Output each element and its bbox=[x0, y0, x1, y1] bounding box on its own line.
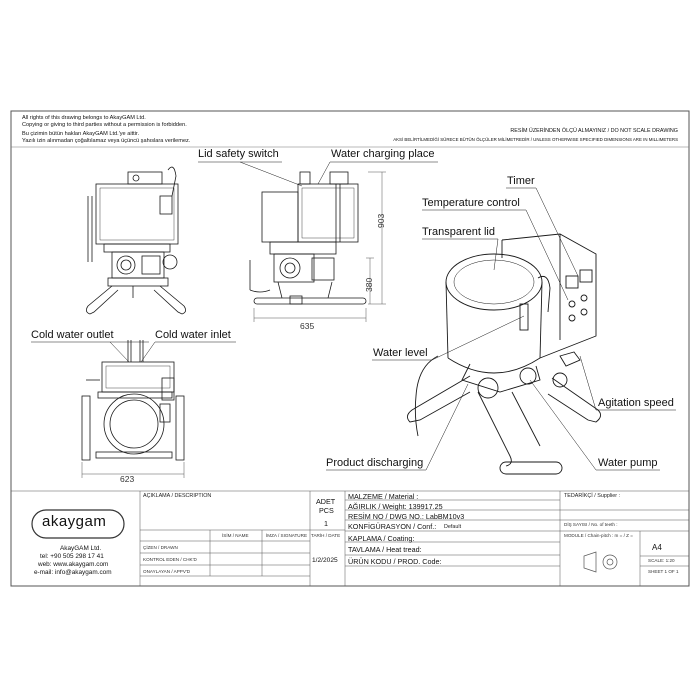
projection-symbol-icon bbox=[583, 551, 618, 573]
dimension-width-side: 635 bbox=[300, 321, 315, 331]
copyright-notice-1: All rights of this drawing belongs to Ak… bbox=[22, 115, 146, 121]
company-name: AkayGAM Ltd. bbox=[60, 545, 102, 552]
callout-timer: Timer bbox=[507, 175, 535, 187]
callout-transparent-lid: Transparent lid bbox=[422, 226, 495, 238]
pcs-label-2: PCS bbox=[319, 506, 334, 515]
isometric-view bbox=[407, 233, 601, 475]
company-tel: tel: +90 505 298 17 41 bbox=[40, 553, 104, 560]
pcs-label-1: ADET bbox=[316, 497, 336, 506]
supplier-field: TEDARİKÇİ / Supplier : bbox=[564, 493, 621, 499]
callout-lid-safety-switch: Lid safety switch bbox=[198, 148, 279, 160]
name-header: İSİM / NAME bbox=[222, 533, 249, 538]
material-field: MALZEME / Material : bbox=[348, 492, 419, 501]
module-field: MODULE / Chain-pitch : m = / Z = bbox=[564, 533, 633, 538]
top-view-dimensions bbox=[81, 462, 185, 478]
scale-value: SCALE: 1:20 bbox=[648, 558, 675, 563]
checked-label: KONTROL EDEN / CHK'D bbox=[143, 557, 197, 562]
company-email: e-mail: info@akaygam.com bbox=[34, 569, 112, 576]
configuration-label: KONFİGÜRASYON / Conf.: bbox=[348, 522, 437, 531]
copyright-notice-2: Copying or giving to third parties witho… bbox=[22, 122, 187, 128]
date-header: TARİH / DATE bbox=[311, 533, 341, 538]
dimension-mid-height: 380 bbox=[364, 277, 374, 292]
coating-field: KAPLAMA / Coating: bbox=[348, 534, 415, 543]
dimension-width-top: 623 bbox=[120, 474, 135, 484]
callout-water-level: Water level bbox=[373, 347, 428, 359]
scale-note-2: AKSİ BELİRTİLMEDİĞİ SÜRECE BÜTÜN ÖLÇÜLER… bbox=[393, 137, 678, 142]
front-view bbox=[86, 166, 186, 315]
product-code-field: ÜRÜN KODU / PROD. Code: bbox=[348, 557, 442, 566]
side-view bbox=[249, 171, 367, 305]
date-value: 1/2/2025 bbox=[312, 557, 338, 564]
callout-agitation-speed: Agitation speed bbox=[598, 397, 674, 409]
teeth-count-field: DİŞ SAYISI / No. of teeth : bbox=[564, 522, 618, 527]
copyright-notice-4: Yazılı izin alınmadan çoğaltılamaz veya … bbox=[22, 138, 191, 144]
weight-field: AĞIRLIK / Weight: 139917.25 bbox=[348, 502, 443, 511]
copyright-notice-3: Bu çizimin bütün hakları AkayGAM Ltd.'ye… bbox=[22, 131, 140, 137]
callout-product-discharging: Product discharging bbox=[326, 457, 424, 469]
callout-temperature-control: Temperature control bbox=[422, 197, 520, 209]
company-logo: akaygam bbox=[42, 513, 107, 530]
dimension-height: 903 bbox=[376, 213, 386, 228]
drawing-number-field: RESİM NO / DWG NO.: LabBM10v3 bbox=[348, 512, 465, 521]
side-view-dimensions bbox=[253, 171, 386, 322]
pcs-value: 1 bbox=[324, 519, 328, 528]
company-logo-frame bbox=[31, 509, 125, 539]
approved-label: ONAYLAYAN / APPV'D bbox=[143, 569, 191, 574]
callout-water-pump: Water pump bbox=[598, 457, 658, 469]
paper-size: A4 bbox=[652, 543, 662, 552]
callout-water-charging-place: Water charging place bbox=[331, 148, 435, 160]
company-web: web: www.akaygam.com bbox=[38, 561, 109, 568]
leader-lines bbox=[31, 161, 676, 471]
callout-cold-water-inlet: Cold water inlet bbox=[155, 329, 231, 341]
title-block-grid bbox=[10, 490, 690, 587]
heat-treatment-field: TAVLAMA / Heat tread: bbox=[348, 545, 422, 554]
configuration-value: Default bbox=[444, 524, 462, 530]
drawn-label: ÇİZEN / DRAWN bbox=[143, 545, 178, 550]
description-header: AÇIKLAMA / DESCRIPTION bbox=[143, 493, 212, 499]
scale-note-1: RESİM ÜZERİNDEN ÖLÇÜ ALMAYINIZ / DO NOT … bbox=[510, 128, 678, 134]
callout-cold-water-outlet: Cold water outlet bbox=[31, 329, 114, 341]
sheet-value: SHEET 1 OF 1 bbox=[648, 569, 679, 574]
signature-header: İMZA / SIGNATURE bbox=[266, 533, 308, 538]
top-view bbox=[81, 340, 185, 461]
